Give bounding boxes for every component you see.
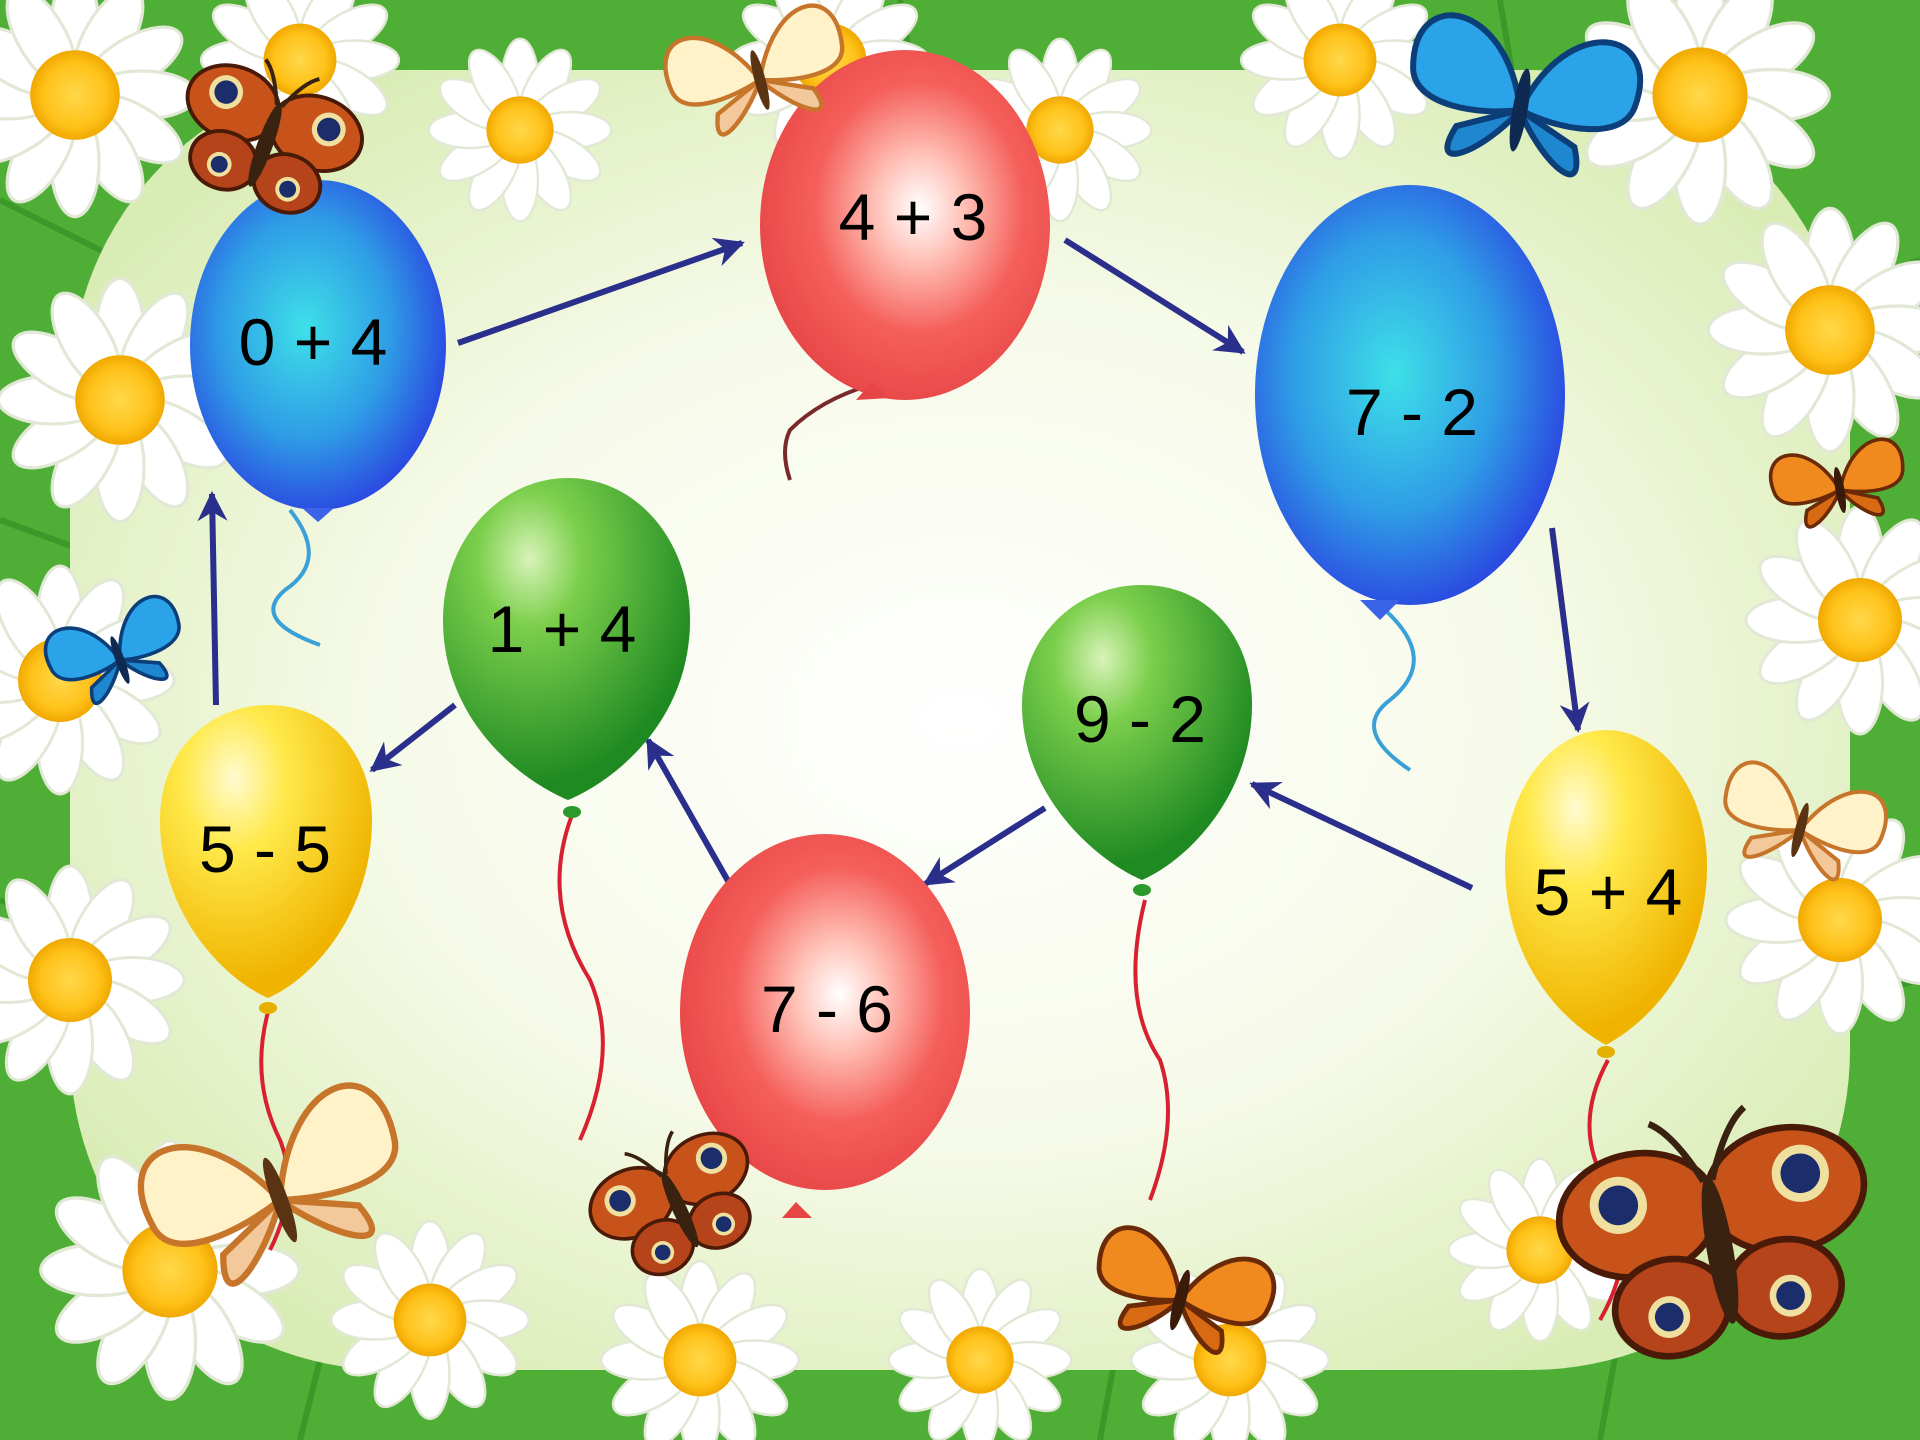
arrow-1-to-2 xyxy=(457,237,745,346)
balloon-1-expression: 0 + 4 xyxy=(239,305,388,379)
arrow-2-to-3 xyxy=(1063,237,1246,355)
balloon-6[interactable]: 7 - 6 xyxy=(680,834,970,1218)
balloon-4-expression: 5 + 4 xyxy=(1534,855,1683,929)
arrow-6-to-7 xyxy=(645,737,735,890)
balloon-5-expression: 9 - 2 xyxy=(1074,682,1206,756)
balloon-3[interactable]: 7 - 2 xyxy=(1255,185,1565,620)
chain-arrows xyxy=(197,237,1590,891)
balloon-6-expression: 7 - 6 xyxy=(761,972,893,1046)
balloon-8[interactable]: 5 - 5 xyxy=(160,705,372,1014)
balloon-8-expression: 5 - 5 xyxy=(199,812,331,886)
balloon-7-expression: 1 + 4 xyxy=(488,592,637,666)
balloon-5[interactable]: 9 - 2 xyxy=(1022,585,1252,896)
balloon-1[interactable]: 0 + 4 xyxy=(190,180,446,522)
balloon-3-expression: 7 - 2 xyxy=(1346,375,1478,449)
arrow-3-to-4 xyxy=(1549,527,1590,733)
arrow-4-to-5 xyxy=(1249,781,1474,891)
arrow-5-to-6 xyxy=(922,805,1047,887)
balloon-4[interactable]: 5 + 4 xyxy=(1505,730,1707,1058)
balloon-7[interactable]: 1 + 4 xyxy=(443,478,690,818)
balloon-2[interactable]: 4 + 3 xyxy=(760,50,1050,400)
arrow-7-to-8 xyxy=(369,702,457,773)
balloon-2-expression: 4 + 3 xyxy=(839,180,988,254)
arrow-8-to-1 xyxy=(197,491,228,706)
